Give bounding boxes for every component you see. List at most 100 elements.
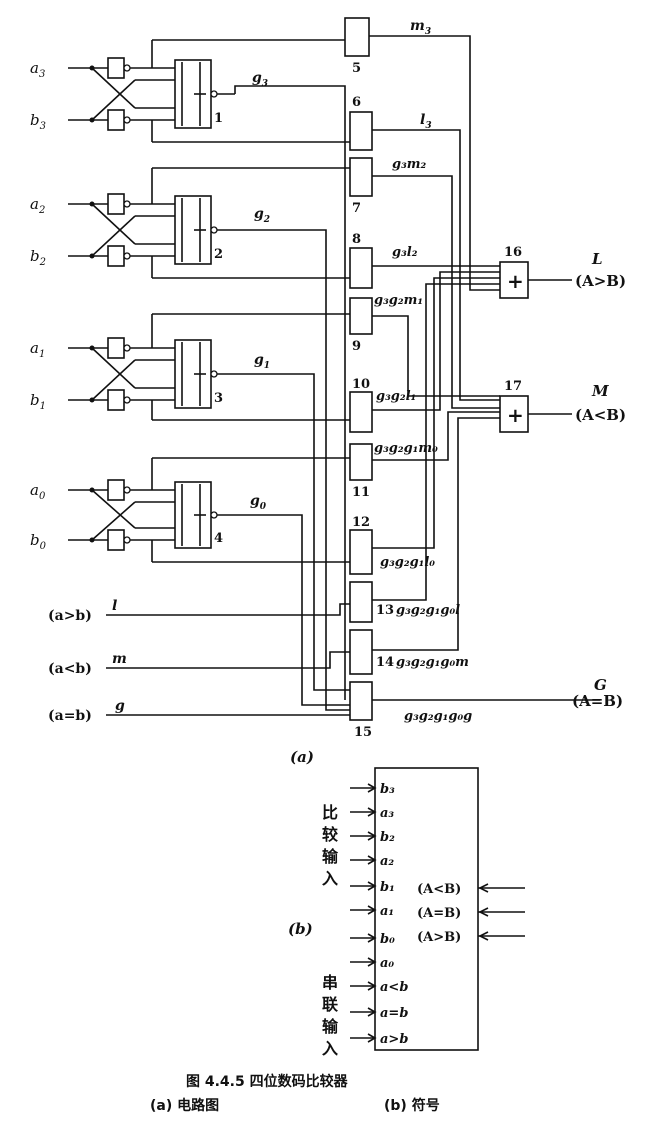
serial-char-4: 入 (322, 1039, 338, 1058)
block-numbers: 1 2 3 4 5 6 7 8 9 10 11 12 13 14 15 16 1… (214, 61, 522, 740)
block-1 (174, 59, 212, 129)
serial-char-1: 串 (322, 973, 338, 992)
product-10: g₃g₂l₁ (376, 389, 416, 404)
pin-a1: a₁ (380, 904, 394, 919)
product-labels: g₃m₂ g₃l₂ g₃g₂m₁ g₃g₂l₁ g₃g₂g₁m₀ g₃g₂g₁l… (374, 157, 472, 724)
svg-text:5: 5 (352, 61, 361, 76)
inverter-a1 (107, 337, 125, 359)
comparator-symbol-box (374, 767, 479, 1051)
bit1-stage (68, 313, 350, 691)
product-12: g₃g₂g₁l₀ (380, 555, 435, 570)
signal-g3: g3 (252, 70, 268, 89)
pin-b2: b₂ (380, 830, 395, 845)
input-b0: b0 (30, 531, 47, 552)
out-a-eq-b: (A=B) (417, 906, 461, 921)
caption-a: (a) (290, 748, 314, 766)
symbol-pins (350, 783, 377, 1043)
cascade-signal-g: g (115, 698, 125, 714)
figure-sub-b: (b) 符号 (384, 1097, 440, 1114)
compare-char-1: 比 (322, 803, 338, 822)
product-9: g₃g₂m₁ (374, 293, 423, 308)
symbol-outputs (478, 883, 525, 941)
input-b2: b2 (30, 247, 46, 268)
cascade-cond-gt: (a>b) (48, 608, 92, 624)
gate-6 (349, 111, 373, 151)
gate-13 (349, 581, 373, 623)
cascade-signal-l: l (112, 598, 117, 614)
output-L: L (591, 250, 603, 268)
svg-text:15: 15 (354, 725, 372, 740)
signal-g2: g2 (254, 206, 270, 225)
pin-b1: b₁ (380, 880, 395, 895)
output-labels: L (A>B) M (A<B) G (A=B) (572, 250, 626, 710)
figure-title: 图 4.4.5 四位数码比较器 (186, 1073, 349, 1090)
gate-5 (344, 17, 370, 57)
gate-7 (349, 157, 373, 197)
inverter-b1 (107, 389, 125, 411)
pin-a0: a₀ (380, 956, 394, 971)
input-a1: a1 (30, 339, 45, 360)
product-15: g₃g₂g₁g₀g (404, 709, 472, 724)
or-symbol-16: + (507, 269, 524, 293)
signal-m3: m3 (410, 18, 431, 37)
product-13: g₃g₂g₁g₀l (396, 603, 460, 618)
input-a2: a2 (30, 195, 45, 216)
gate-12 (349, 529, 373, 575)
svg-text:7: 7 (352, 201, 361, 216)
input-a0: a0 (30, 481, 46, 502)
pin-a-lt-b: a<b (380, 980, 408, 995)
input-b1: b1 (30, 391, 46, 412)
gate-11 (349, 443, 373, 481)
bit0-stage (68, 457, 350, 706)
svg-text:16: 16 (504, 245, 522, 260)
pin-b0: b₀ (380, 932, 395, 947)
input-a3: a3 (30, 59, 45, 80)
product-8: g₃l₂ (392, 245, 418, 260)
svg-text:12: 12 (352, 515, 370, 530)
cascade-signal-m: m (112, 651, 127, 667)
svg-text:17: 17 (504, 379, 522, 394)
and-gates (106, 17, 600, 721)
signal-g0: g0 (250, 493, 267, 512)
inverter-a2 (107, 193, 125, 215)
input-labels: a3 b3 a2 b2 a1 b1 a0 b0 (30, 59, 47, 552)
product-7: g₃m₂ (392, 157, 427, 172)
compare-char-4: 入 (322, 869, 338, 888)
compare-char-2: 较 (322, 825, 338, 844)
cascade-labels: (a>b) l (a<b) m (a=b) g (48, 598, 127, 724)
svg-text:2: 2 (214, 247, 223, 262)
cascade-cond-eq: (a=b) (48, 708, 92, 724)
figure-sub-a: (a) 电路图 (150, 1097, 219, 1114)
inverter-b2 (107, 245, 125, 267)
pin-a-eq-b: a=b (380, 1006, 408, 1021)
output-G-cond: (A=B) (572, 692, 623, 710)
or-symbol-17: + (507, 403, 524, 427)
output-M: M (591, 382, 609, 400)
inverter-b3 (107, 109, 125, 131)
gate-8 (349, 247, 373, 289)
product-11: g₃g₂g₁m₀ (374, 441, 438, 456)
gate-10 (349, 391, 373, 433)
out-a-gt-b: (A>B) (417, 930, 461, 945)
svg-text:4: 4 (214, 531, 223, 546)
serial-char-2: 联 (322, 995, 338, 1014)
inverter-a0 (107, 479, 125, 501)
svg-text:14: 14 (376, 655, 394, 670)
pin-b3: b₃ (380, 782, 395, 797)
pin-a3: a₃ (380, 806, 394, 821)
svg-text:8: 8 (352, 232, 361, 247)
cascade-cond-lt: (a<b) (48, 661, 92, 677)
signal-labels: m3 g3 l3 g2 g1 g0 (250, 18, 432, 512)
inverter-a3 (107, 57, 125, 79)
svg-text:11: 11 (352, 485, 370, 500)
pin-a2: a₂ (380, 854, 394, 869)
inverter-b0 (107, 529, 125, 551)
svg-text:13: 13 (376, 603, 394, 618)
svg-text:10: 10 (352, 377, 370, 392)
gate-9 (349, 297, 373, 335)
output-M-cond: (A<B) (575, 406, 626, 424)
output-G: G (594, 676, 607, 694)
serial-char-3: 输 (322, 1017, 339, 1036)
gate-15 (349, 681, 373, 721)
